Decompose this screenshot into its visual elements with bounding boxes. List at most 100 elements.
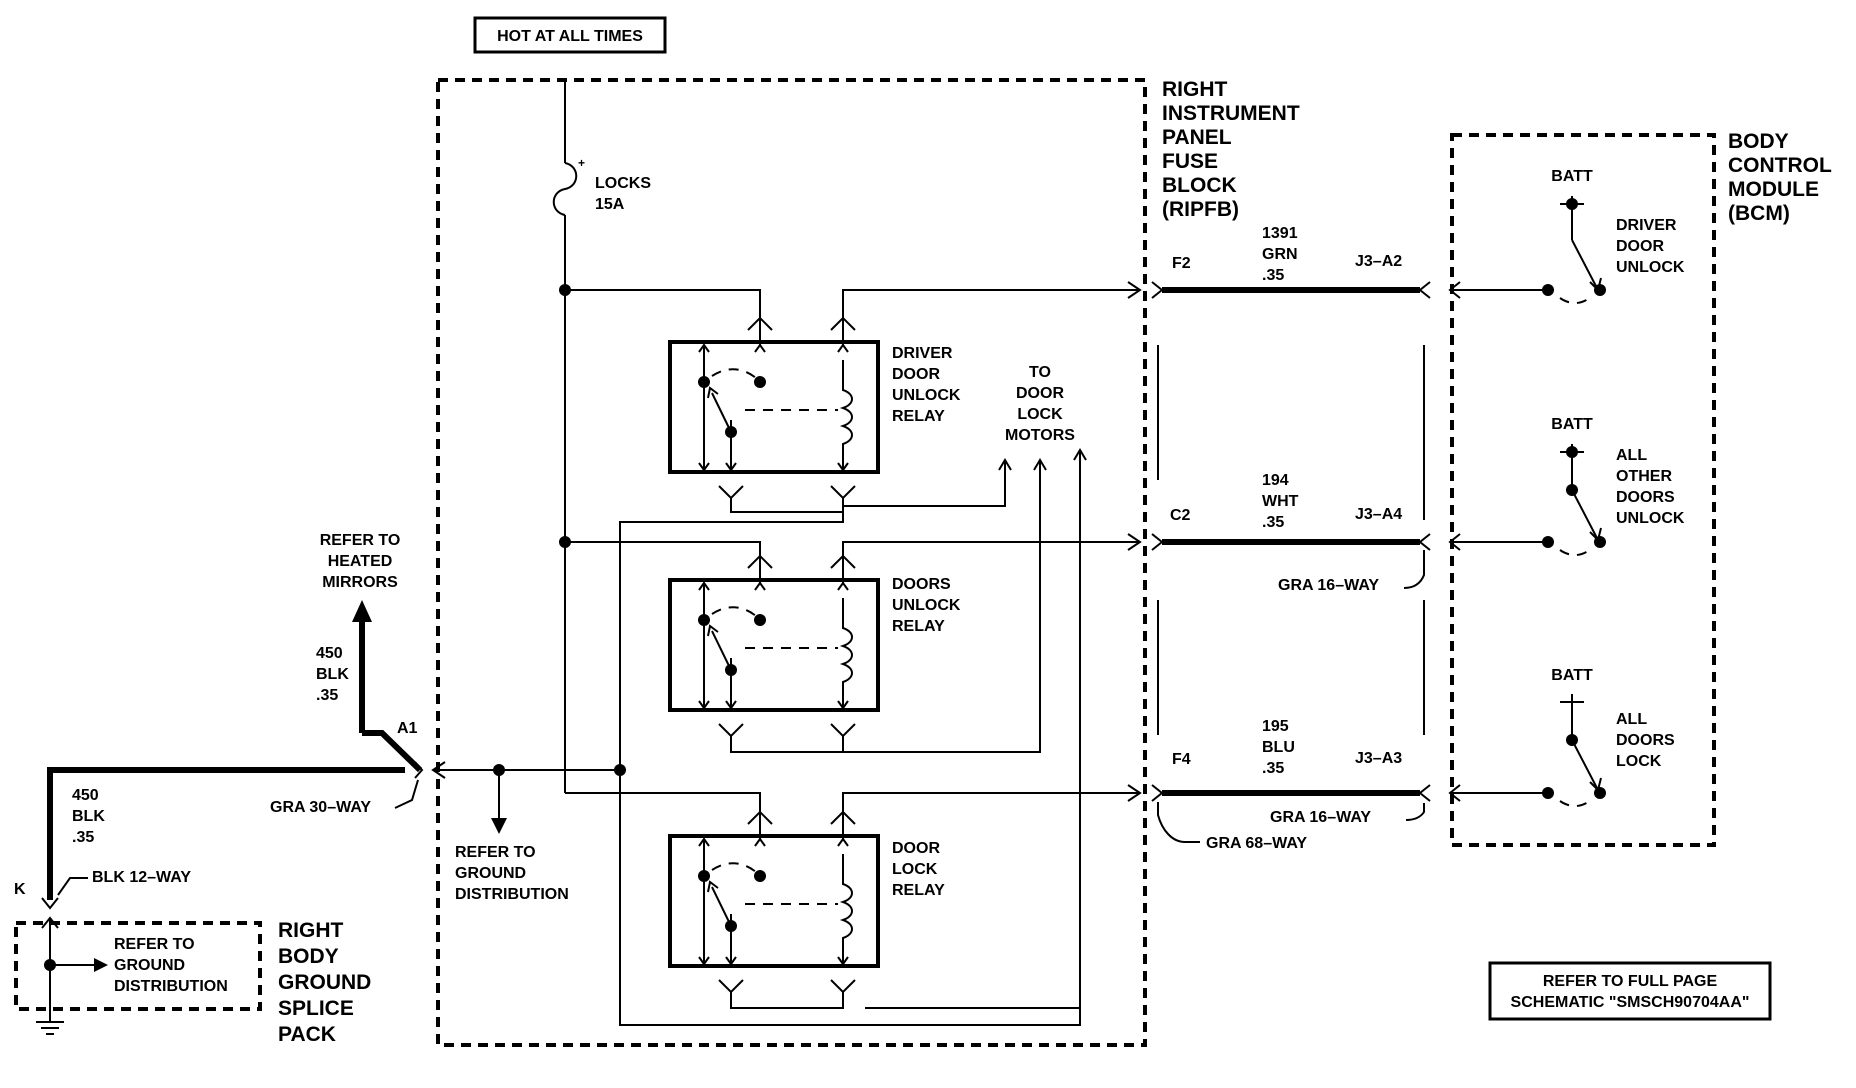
svg-text:MODULE: MODULE: [1728, 178, 1819, 201]
circuit-f4: F4 195 BLU .35 J3–A3: [1151, 718, 1431, 802]
svg-text:(BCM): (BCM): [1728, 202, 1790, 225]
svg-text:UNLOCK: UNLOCK: [892, 387, 961, 404]
ground-distribution-center-label: REFER TO GROUND DISTRIBUTION: [455, 844, 569, 903]
coil-line-f4: [842, 792, 1140, 812]
full-page-schematic-reference: REFER TO FULL PAGE SCHEMATIC "SMSCH90704…: [1488, 961, 1772, 1021]
motor-output-2: [843, 460, 1041, 753]
svg-text:REFER TO: REFER TO: [455, 844, 536, 861]
svg-text:RIGHT: RIGHT: [1162, 78, 1228, 101]
wire-450-blk: [47, 767, 405, 900]
svg-text:GROUND: GROUND: [114, 957, 185, 974]
svg-text:BODY: BODY: [278, 945, 339, 968]
svg-text:TO: TO: [1029, 364, 1051, 381]
wire-450-lower-label: 450 BLK .35: [72, 787, 105, 846]
svg-text:.35: .35: [72, 829, 94, 846]
pin-a1: A1: [397, 720, 418, 737]
gra68-label: GRA 68–WAY: [1206, 835, 1307, 852]
svg-text:.35: .35: [1262, 267, 1284, 284]
coil-line-f2: [842, 289, 1140, 318]
circuit-f2: F2 1391 GRN .35 J3–A2: [1151, 225, 1431, 299]
svg-text:BLK: BLK: [316, 666, 349, 683]
svg-text:BATT: BATT: [1551, 667, 1593, 684]
svg-text:OTHER: OTHER: [1616, 468, 1672, 485]
bcm-switch-all-other-doors-unlock: BATT ALL OTHER DOORS UNLOCK: [1542, 416, 1685, 556]
svg-text:DOOR: DOOR: [892, 840, 940, 857]
heated-mirrors-label: REFER TO HEATED MIRRORS: [320, 532, 401, 591]
svg-text:REFER TO: REFER TO: [320, 532, 401, 549]
svg-text:ALL: ALL: [1616, 711, 1647, 728]
svg-text:RIGHT: RIGHT: [278, 919, 344, 942]
svg-text:J3–A4: J3–A4: [1355, 506, 1402, 523]
svg-text:PACK: PACK: [278, 1023, 336, 1046]
hot-at-all-times-label: HOT AT ALL TIMES: [497, 28, 643, 45]
svg-text:DRIVER: DRIVER: [1616, 217, 1677, 234]
svg-text:REFER TO FULL PAGE: REFER TO FULL PAGE: [1543, 973, 1718, 990]
hot-at-all-times-box: HOT AT ALL TIMES: [473, 16, 667, 54]
svg-text:GRN: GRN: [1262, 246, 1298, 263]
svg-text:GROUND: GROUND: [278, 971, 371, 994]
svg-text:DRIVER: DRIVER: [892, 345, 953, 362]
bcm-label: BODY CONTROL MODULE (BCM): [1728, 130, 1832, 225]
to-door-lock-motors-label: TO DOOR LOCK MOTORS: [1005, 364, 1075, 444]
svg-text:F2: F2: [1172, 255, 1191, 272]
svg-text:DOORS: DOORS: [1616, 489, 1675, 506]
svg-text:LOCK: LOCK: [1616, 753, 1662, 770]
driver-door-unlock-relay: DRIVER DOOR UNLOCK RELAY: [668, 316, 961, 500]
svg-text:BLOCK: BLOCK: [1162, 174, 1237, 197]
ripfb-enclosure: [436, 78, 1147, 1047]
svg-text:CONTROL: CONTROL: [1728, 154, 1832, 177]
svg-text:RELAY: RELAY: [892, 408, 945, 425]
gra30-label: GRA 30–WAY: [270, 799, 371, 816]
svg-text:+: +: [578, 156, 585, 170]
bcm-enclosure: [1450, 133, 1716, 847]
svg-text:HEATED: HEATED: [328, 553, 393, 570]
gra16-label-a: GRA 16–WAY: [1278, 577, 1379, 594]
svg-text:UNLOCK: UNLOCK: [1616, 259, 1685, 276]
svg-text:BLK: BLK: [72, 808, 105, 825]
svg-text:F4: F4: [1172, 751, 1191, 768]
svg-text:WHT: WHT: [1262, 493, 1299, 510]
coil-line-c2: [842, 541, 1140, 556]
svg-text:DISTRIBUTION: DISTRIBUTION: [455, 886, 569, 903]
pin-k: K: [14, 881, 26, 898]
svg-text:LOCK: LOCK: [892, 861, 938, 878]
circuit-c2: C2 194 WHT .35 J3–A4: [1151, 472, 1431, 551]
bcm-switch-all-doors-lock: BATT ALL DOORS LOCK: [1542, 667, 1675, 807]
svg-text:SPLICE: SPLICE: [278, 997, 354, 1020]
svg-text:DOORS: DOORS: [892, 576, 951, 593]
svg-text:DOOR: DOOR: [1616, 238, 1664, 255]
svg-text:450: 450: [72, 787, 99, 804]
splice-pack-label: RIGHT BODY GROUND SPLICE PACK: [278, 919, 371, 1046]
ground-symbol-icon: [36, 1015, 64, 1035]
door-lock-relay: DOOR LOCK RELAY: [668, 810, 945, 994]
svg-text:RELAY: RELAY: [892, 882, 945, 899]
svg-text:MIRRORS: MIRRORS: [322, 574, 398, 591]
svg-text:LOCK: LOCK: [1017, 406, 1063, 423]
svg-text:FUSE: FUSE: [1162, 150, 1218, 173]
svg-text:194: 194: [1262, 472, 1289, 489]
svg-text:GROUND: GROUND: [455, 865, 526, 882]
svg-text:DOOR: DOOR: [892, 366, 940, 383]
splice-pack-enclosure: [14, 921, 262, 1011]
blk12-label: BLK 12–WAY: [92, 869, 191, 886]
doors-unlock-relay: DOORS UNLOCK RELAY: [668, 554, 961, 738]
svg-text:PANEL: PANEL: [1162, 126, 1232, 149]
svg-text:C2: C2: [1170, 507, 1191, 524]
svg-text:.35: .35: [1262, 514, 1284, 531]
locks-fuse-symbol: [552, 162, 578, 216]
svg-text:450: 450: [316, 645, 343, 662]
svg-text:UNLOCK: UNLOCK: [1616, 510, 1685, 527]
svg-text:BATT: BATT: [1551, 168, 1593, 185]
svg-text:1391: 1391: [1262, 225, 1298, 242]
svg-text:INSTRUMENT: INSTRUMENT: [1162, 102, 1300, 125]
motor-output-1: [843, 460, 1006, 507]
svg-text:RELAY: RELAY: [892, 618, 945, 635]
svg-text:BODY: BODY: [1728, 130, 1789, 153]
ripfb-label: RIGHT INSTRUMENT PANEL FUSE BLOCK (RIPFB…: [1162, 78, 1300, 221]
bcm-switch-driver-door-unlock: BATT DRIVER DOOR UNLOCK: [1542, 168, 1685, 304]
gra16-label-b: GRA 16–WAY: [1270, 809, 1371, 826]
ground-distribution-box-label: REFER TO GROUND DISTRIBUTION: [114, 936, 228, 995]
svg-text:SCHEMATIC "SMSCH90704AA": SCHEMATIC "SMSCH90704AA": [1511, 994, 1750, 1011]
svg-text:BLU: BLU: [1262, 739, 1295, 756]
